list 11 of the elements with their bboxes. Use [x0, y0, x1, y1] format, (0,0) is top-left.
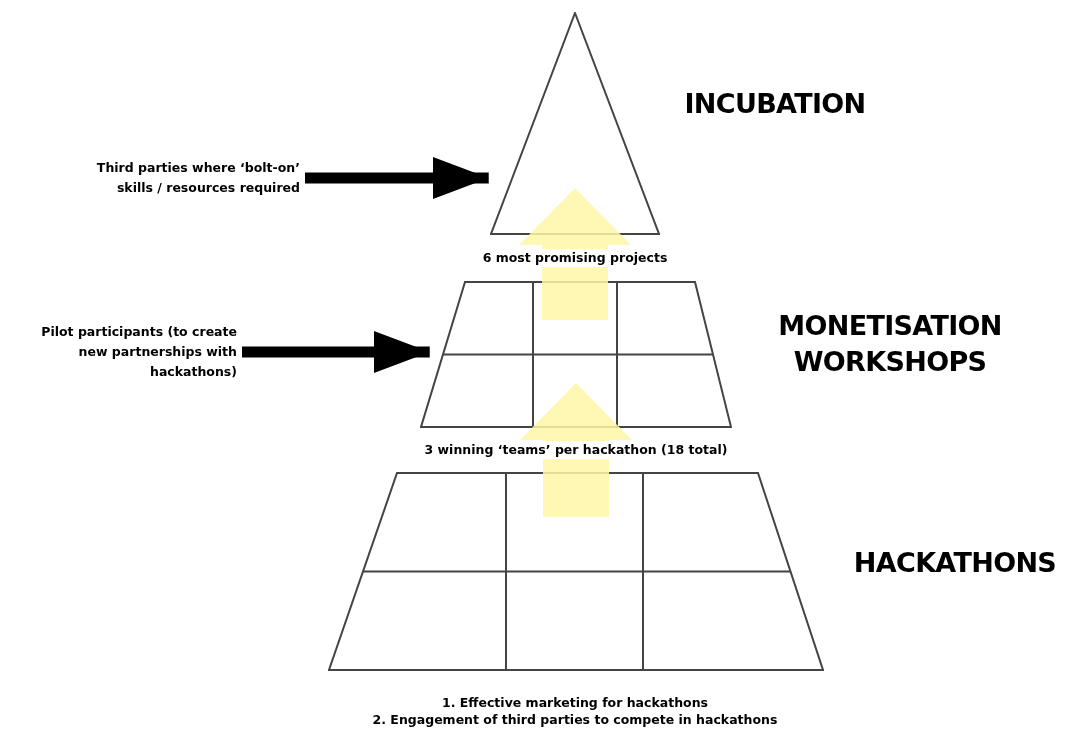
- pyramid-tier: [328, 472, 824, 671]
- pyramid-tier: [420, 281, 732, 428]
- source-text: Third parties where ‘bolt-on’ skills / resources required: [95, 160, 300, 196]
- arrow: [305, 157, 489, 199]
- tier-heading: HACKATHONS: [852, 546, 1058, 580]
- arrow: [242, 331, 430, 373]
- source-text: Pilot participants (to create new partnerships with hackathons): [27, 320, 237, 384]
- tier-heading: INCUBATION: [683, 87, 867, 121]
- tier-heading: MONETISATION WORKSHOPS: [777, 309, 1003, 379]
- note-text: 1. Effective marketing for hackathons: [442, 694, 708, 711]
- note-text: 2. Engagement of third parties to compete in hackathons: [372, 711, 778, 728]
